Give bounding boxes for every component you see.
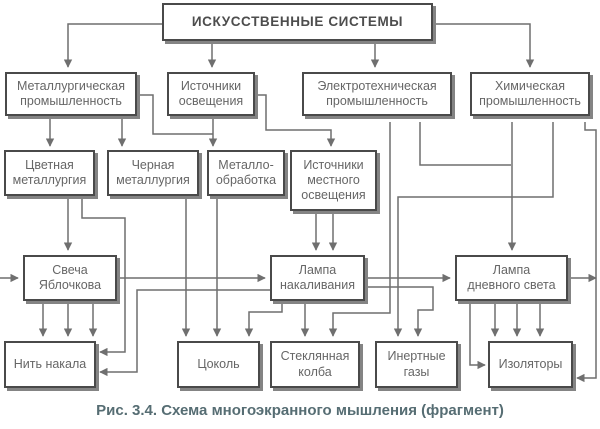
box-label-filament: Нить накала xyxy=(13,356,87,371)
box-label-metalworking: Металло- обработка xyxy=(215,157,277,187)
box-label-metallurgy-industry: Металлургическая промышленность xyxy=(17,78,125,108)
box-label-chemical-industry: Химическая промышленность xyxy=(479,78,581,108)
box-label-lamp-base: Цоколь xyxy=(197,356,240,371)
box-label-nonferrous-metallurgy: Цветная металлургия xyxy=(12,157,87,187)
box-nonferrous-metallurgy: Цветная металлургия xyxy=(4,150,95,196)
box-inert-gases: Инертные газы xyxy=(375,341,458,388)
box-artificial-systems: ИСКУССТВЕННЫЕ СИСТЕМЫ xyxy=(162,3,433,41)
box-insulators: Изоляторы xyxy=(488,341,573,388)
box-metalworking: Металло- обработка xyxy=(207,150,285,196)
connector-title-to-chemical xyxy=(433,23,535,68)
box-metallurgy-industry: Металлургическая промышленность xyxy=(5,72,137,116)
box-light-sources: Источники освещения xyxy=(167,72,255,116)
box-label-local-light-sources: Источники местного освещения xyxy=(301,157,366,203)
box-lamp-base: Цоколь xyxy=(177,341,260,388)
box-chemical-industry: Химическая промышленность xyxy=(470,72,590,116)
box-incandescent-lamp: Лампа накаливания xyxy=(270,255,365,301)
box-label-insulators: Изоляторы xyxy=(498,356,563,371)
box-label-inert-gases: Инертные газы xyxy=(387,349,446,379)
box-electro-industry: Электротехническая промышленность xyxy=(302,72,452,116)
box-label-incandescent-lamp: Лампа накаливания xyxy=(280,262,355,292)
connector-electro-to-glass-bulb xyxy=(328,122,391,337)
box-label-daylight-lamp: Лампа дневного света xyxy=(467,262,556,292)
box-yablochkov-candle: Свеча Яблочкова xyxy=(23,255,117,301)
connector-chemical-to-inert-gases xyxy=(393,122,554,337)
box-daylight-lamp: Лампа дневного света xyxy=(455,255,568,301)
box-filament: Нить накала xyxy=(4,341,96,388)
connector-metallurgy-join-metalworking xyxy=(137,94,213,135)
figure-caption: Рис. 3.4. Схема многоэкранного мышления … xyxy=(96,402,504,419)
box-label-light-sources: Источники освещения xyxy=(178,78,244,108)
connector-chemical-to-insulators-right xyxy=(576,122,597,383)
connector-incandescent-to-filament xyxy=(99,289,270,377)
connector-incandescent-to-inert-gases xyxy=(365,286,434,337)
box-label-electro-industry: Электротехническая промышленность xyxy=(317,78,437,108)
box-ferrous-metallurgy: Черная металлургия xyxy=(107,150,199,196)
connector-light-sources-to-local-light xyxy=(255,94,336,147)
box-label-artificial-systems: ИСКУССТВЕННЫЕ СИСТЕМЫ xyxy=(191,13,404,29)
connector-daylight-to-insulators-left xyxy=(469,301,486,370)
connector-incandescent-to-lamp-base xyxy=(244,301,283,337)
box-label-yablochkov-candle: Свеча Яблочкова xyxy=(38,262,102,292)
box-local-light-sources: Источники местного освещения xyxy=(290,150,377,211)
connector-title-to-metallurgy xyxy=(63,23,162,68)
box-glass-bulb: Стеклянная колба xyxy=(270,341,360,388)
box-label-glass-bulb: Стеклянная колба xyxy=(280,349,350,379)
connector-electro-join-daylight xyxy=(419,122,511,166)
box-label-ferrous-metallurgy: Черная металлургия xyxy=(116,157,190,187)
connector-nonferrous-to-filament-side xyxy=(81,199,126,357)
